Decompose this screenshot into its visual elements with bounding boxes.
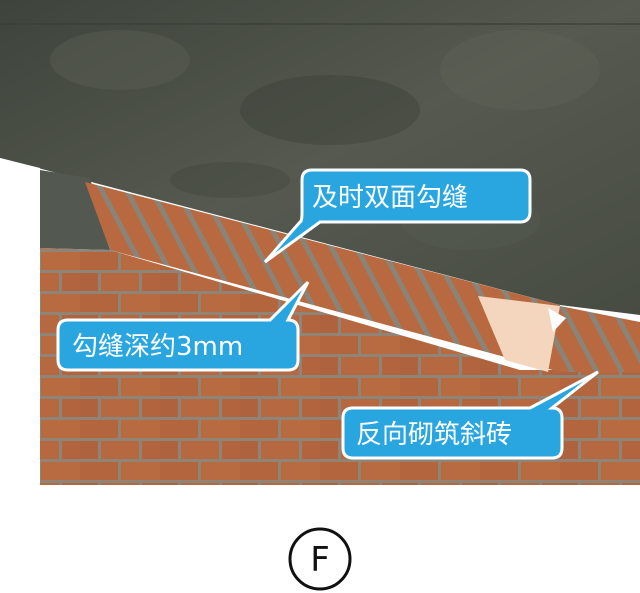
callout-reverse-slanted-bricks: 反向砌筑斜砖 bbox=[341, 370, 599, 460]
top-gap bbox=[478, 296, 566, 372]
figure-letter: F bbox=[310, 540, 330, 580]
slanted-brick-course bbox=[85, 182, 640, 372]
callout-double-sided-pointing: 及时双面勾缝 bbox=[263, 168, 532, 264]
callout-joint-depth: 勾缝深约3mm bbox=[56, 280, 310, 372]
callout-label: 反向砌筑斜砖 bbox=[356, 420, 512, 450]
concrete-beam bbox=[0, 0, 640, 315]
figure-label: F bbox=[288, 527, 352, 591]
callout-label: 勾缝深约3mm bbox=[72, 332, 243, 362]
callout-label: 及时双面勾缝 bbox=[312, 183, 468, 213]
left-margin bbox=[0, 158, 40, 485]
